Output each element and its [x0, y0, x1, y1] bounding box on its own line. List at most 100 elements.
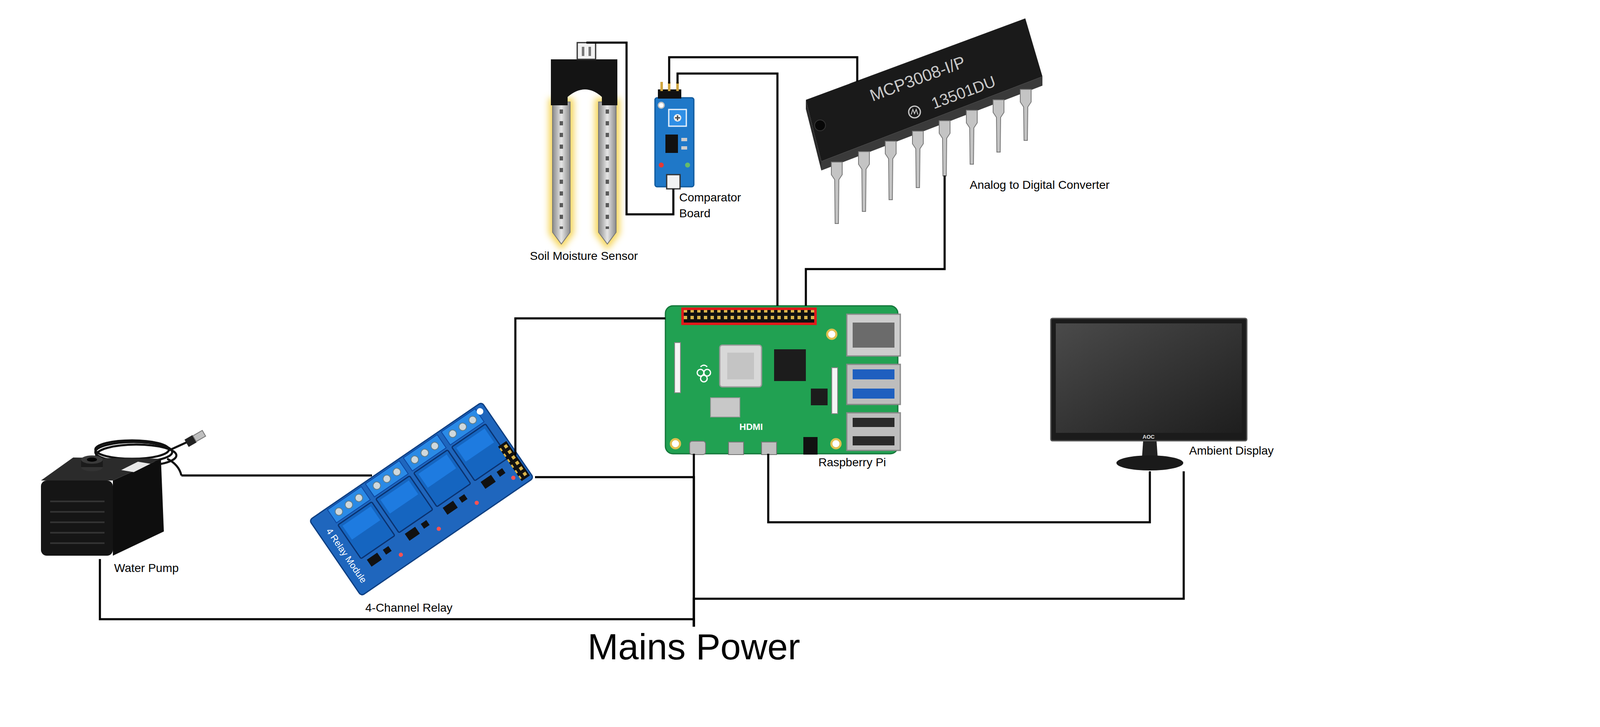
- adc-chip-part: [814, 119, 826, 131]
- wire: [99, 559, 694, 627]
- raspberry-pi-board-part: [852, 369, 895, 380]
- raspberry-pi-board-part-part: [700, 365, 708, 367]
- relay-module-part-part: [381, 473, 393, 485]
- relay-module-part-part: [473, 499, 480, 506]
- relay-module-part-part: [457, 421, 468, 433]
- monitor-part: [1116, 455, 1184, 471]
- raspberry-pi-board-part: [810, 388, 828, 406]
- relay-module-part-part: [397, 552, 404, 558]
- water-pump-part: [40, 480, 113, 556]
- raspberry-pi-board-part: [846, 412, 901, 451]
- component-label: Mains Power: [587, 626, 801, 668]
- relay-module-part-part: [418, 454, 457, 488]
- relay-module-part-part: [458, 494, 468, 504]
- relay-module-part-part: [371, 480, 383, 492]
- water-pump-part-part: [192, 430, 206, 442]
- relay-module-part: [498, 441, 530, 482]
- raspberry-pi-board-part: [852, 388, 895, 399]
- raspberry-pi-board-part: [727, 352, 755, 380]
- monitor-part: [1050, 318, 1247, 441]
- adc-node: Analog to Digital Converter: [805, 81, 1046, 176]
- relay-module-part-part: [333, 506, 344, 518]
- water-pump-part: [112, 458, 164, 556]
- wire: [677, 73, 778, 306]
- raspberry-pi-board-part: [697, 365, 711, 383]
- comparator-board: [654, 81, 694, 189]
- relay-module-part-part: [456, 428, 495, 462]
- component-label: 4-Channel Relay: [365, 601, 453, 616]
- component-label: Ambient Display: [1189, 443, 1274, 459]
- relay-module-part-part: [353, 492, 365, 504]
- monitor-part: [1055, 323, 1242, 434]
- relay-module-part: [309, 402, 534, 597]
- raspberry-pi-board-part: [682, 308, 816, 324]
- relay-node: 4-Channel Relay: [371, 455, 536, 597]
- soil-moisture-sensor-part: [577, 42, 596, 60]
- relay-module-part-part: [391, 466, 403, 478]
- adc-chip-part-part: [912, 131, 924, 188]
- relay-module-part-part: [510, 475, 517, 482]
- wire: [805, 175, 945, 306]
- relay-module-part-part: [447, 428, 459, 439]
- brand-label: AOC: [1142, 434, 1155, 441]
- sensor-node: Soil Moisture Sensor: [550, 42, 618, 245]
- comparator-board-part: [660, 81, 663, 92]
- board-marking: 4 Relay Module: [323, 526, 369, 586]
- wire: [768, 453, 1150, 523]
- pump-node: Water Pump: [40, 436, 182, 560]
- water-pump-part: [81, 455, 103, 464]
- soil-moisture-sensor-part-part: [552, 101, 617, 245]
- soil-moisture-sensor-part: [561, 109, 608, 230]
- raspberry-pi-board-part: [761, 442, 777, 455]
- raspberry-pi-board-part: [852, 417, 895, 428]
- relay-module-part: [475, 407, 485, 417]
- adc-chip-part-part: [831, 162, 843, 224]
- comparator-board-part: [673, 114, 682, 122]
- comparator-board-part: [681, 137, 688, 142]
- comparator-board-part: [654, 97, 694, 187]
- raspberry-pi-board-part: [852, 322, 895, 348]
- water-pump-part-part: [95, 440, 169, 459]
- comparator-board-part: [666, 174, 681, 189]
- raspberry-pi-board-part: [682, 308, 816, 324]
- relay-module-part-part: [442, 501, 458, 515]
- relay-module-part-part: [380, 480, 418, 514]
- comparator-node: Comparator Board: [654, 83, 694, 189]
- component-label: Raspberry Pi: [818, 455, 887, 470]
- raspberry-pi-board-part: [719, 345, 762, 388]
- water-pump: [40, 429, 207, 556]
- adc-chip-part-part: [858, 151, 870, 212]
- raspberry-pi-board-part: [774, 349, 806, 382]
- water-pump-part: [50, 501, 105, 544]
- soil-moisture-sensor-part: [552, 101, 617, 245]
- wire: [586, 42, 674, 215]
- soil-moisture-sensor: [550, 42, 618, 245]
- raspberry-pi-board-part: [670, 329, 841, 449]
- component-label: Soil Moisture Sensor: [529, 249, 638, 264]
- relay-module-part-part: [467, 415, 478, 426]
- relay-module-part: [498, 441, 530, 482]
- component-label: Comparator Board: [679, 189, 751, 222]
- raspberry-pi-board-part: [674, 342, 681, 393]
- relay-module-part-part: [429, 440, 441, 452]
- comparator-board-part: [658, 102, 665, 109]
- adc-chip-part: [805, 18, 1043, 162]
- water-pump-part: [184, 429, 207, 447]
- raspberry-pi-board-part-part: [700, 375, 708, 383]
- raspberry-pi-board-part: [710, 397, 740, 418]
- raspberry-pi-board-part-part: [670, 439, 681, 449]
- display-node: Ambient Display: [1050, 318, 1247, 472]
- soil-moisture-sensor-part: [588, 46, 592, 57]
- wire: [669, 57, 858, 84]
- relay-module-part-part: [342, 506, 380, 540]
- adc-chip-part-part: [885, 141, 897, 200]
- raspberry-pi-board-part: [803, 437, 818, 455]
- adc-chip-part-part: [939, 120, 951, 176]
- comparator-board-part: [658, 162, 664, 168]
- power-node: Mains Power: [587, 626, 801, 668]
- raspberry-pi-board-part-part: [827, 329, 837, 339]
- comparator-board-part: [675, 115, 681, 121]
- wire: [535, 477, 694, 627]
